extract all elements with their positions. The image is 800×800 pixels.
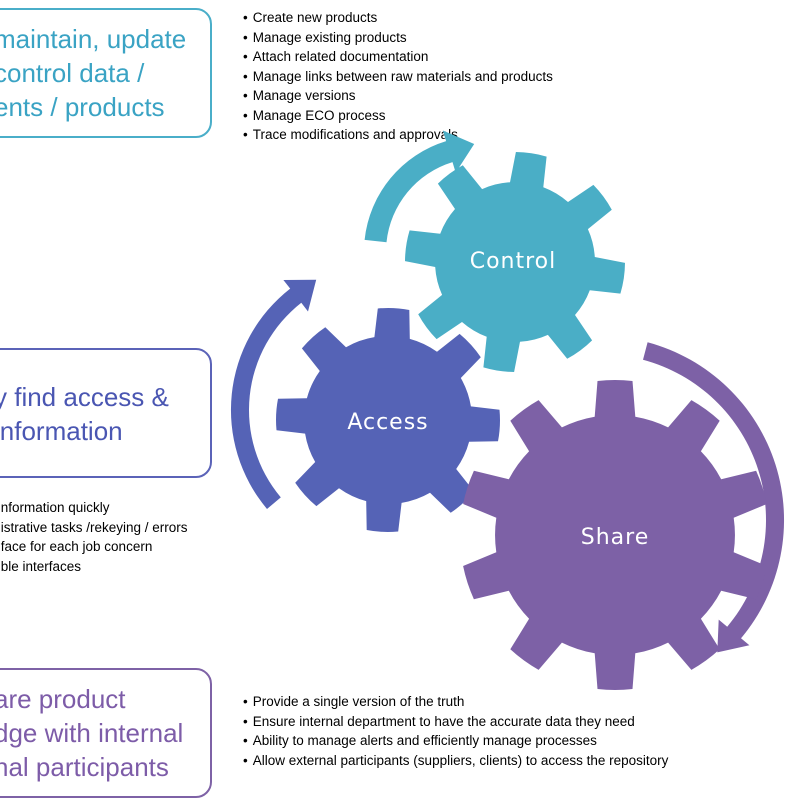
control-bullet-list: Create new products Manage existing prod… — [243, 8, 553, 145]
control-bullet: Manage versions — [243, 86, 553, 106]
access-cycle-arrow — [230, 279, 317, 509]
share-goal-line-3: nal participants — [0, 752, 169, 782]
control-bullet: Attach related documentation — [243, 47, 553, 67]
access-bullet: istrative tasks /rekeying / errors — [0, 518, 188, 538]
share-bullet: Ensure internal department to have the a… — [243, 712, 668, 732]
access-bullet-list: nformation quickly istrative tasks /reke… — [0, 498, 188, 576]
share-gear-label: Share — [581, 525, 650, 550]
access-goal-box: y find access & information — [0, 348, 212, 478]
control-gear — [405, 152, 625, 372]
share-bullet-list: Provide a single version of the truth En… — [243, 692, 669, 771]
access-bullet: face for each job concern — [0, 537, 188, 557]
share-gear — [463, 380, 767, 690]
share-bullet: Allow external participants (suppliers, … — [243, 751, 669, 771]
control-goal-line-3: ents / products — [0, 92, 165, 122]
control-goal-box: maintain, update control data / ents / p… — [0, 8, 212, 138]
control-goal-line-1: maintain, update — [0, 24, 187, 54]
access-gear — [276, 308, 500, 532]
access-goal-line-2: information — [0, 416, 123, 446]
control-cycle-arrow — [364, 130, 475, 243]
control-gear-label: Control — [470, 249, 557, 274]
control-bullet: Trace modifications and approvals — [243, 125, 553, 145]
access-gear-label: Access — [347, 410, 428, 435]
access-bullet: ble interfaces — [0, 557, 188, 577]
share-cycle-arrow — [643, 342, 785, 653]
share-bullet: Provide a single version of the truth — [243, 692, 668, 712]
control-bullet: Manage ECO process — [243, 106, 553, 126]
control-goal-line-2: control data / — [0, 58, 145, 88]
access-bullet: nformation quickly — [0, 498, 188, 518]
control-bullet: Manage links between raw materials and p… — [243, 67, 553, 87]
access-goal-line-1: y find access & — [0, 382, 169, 412]
control-bullet: Manage existing products — [243, 28, 553, 48]
share-bullet: Ability to manage alerts and efficiently… — [243, 731, 668, 751]
share-goal-line-2: dge with internal — [0, 718, 184, 748]
share-goal-box: are product dge with internal nal partic… — [0, 668, 212, 798]
control-bullet: Create new products — [243, 8, 553, 28]
share-goal-line-1: are product — [0, 684, 126, 714]
